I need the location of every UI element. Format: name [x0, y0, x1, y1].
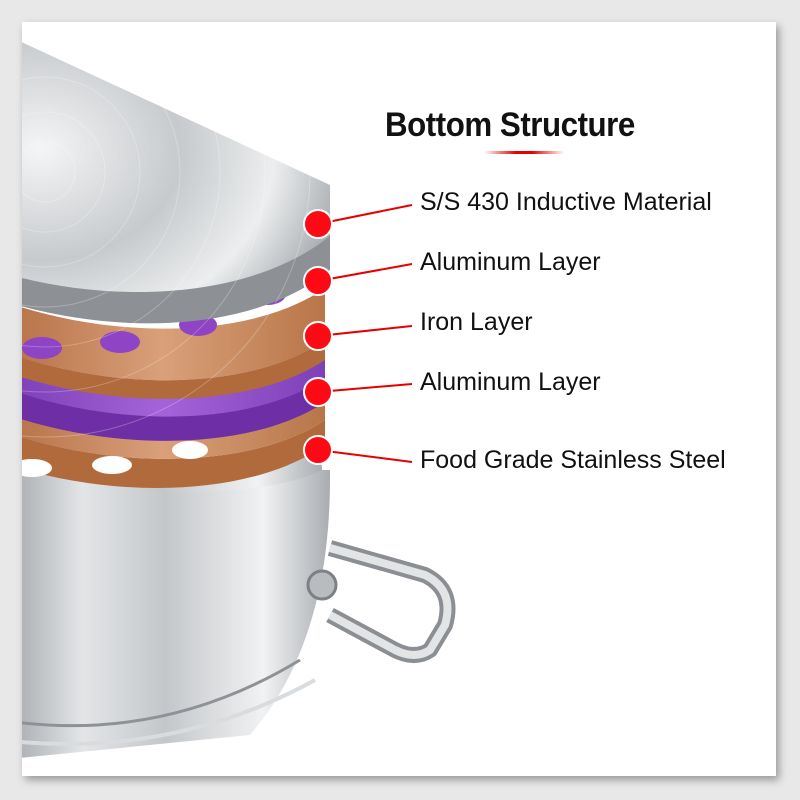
layer-label-aluminum-lower: Aluminum Layer: [420, 368, 601, 396]
layer-label-ss430: S/S 430 Inductive Material: [420, 188, 712, 216]
pot-body: [22, 470, 331, 758]
layer-label-food-grade-steel: Food Grade Stainless Steel: [420, 446, 726, 474]
layer-label-aluminum-upper: Aluminum Layer: [420, 248, 601, 276]
marker-dot: [303, 209, 333, 239]
leader-lines: [317, 204, 413, 463]
layer-ss430: [22, 22, 330, 438]
marker-dot: [303, 266, 333, 296]
section-title: Bottom Structure: [385, 106, 635, 144]
pot-bottom-illustration: [22, 22, 456, 758]
layer-markers: [303, 209, 333, 465]
marker-dot: [303, 435, 333, 465]
layer-iron: [22, 340, 325, 441]
title-underline: [484, 151, 564, 154]
pot-handle: [306, 540, 456, 663]
marker-dot: [303, 377, 333, 407]
layer-label-iron: Iron Layer: [420, 308, 533, 336]
product-image-frame: Bottom Structure S/S 430 Inductive Mater…: [22, 22, 776, 776]
marker-dot: [303, 321, 333, 351]
